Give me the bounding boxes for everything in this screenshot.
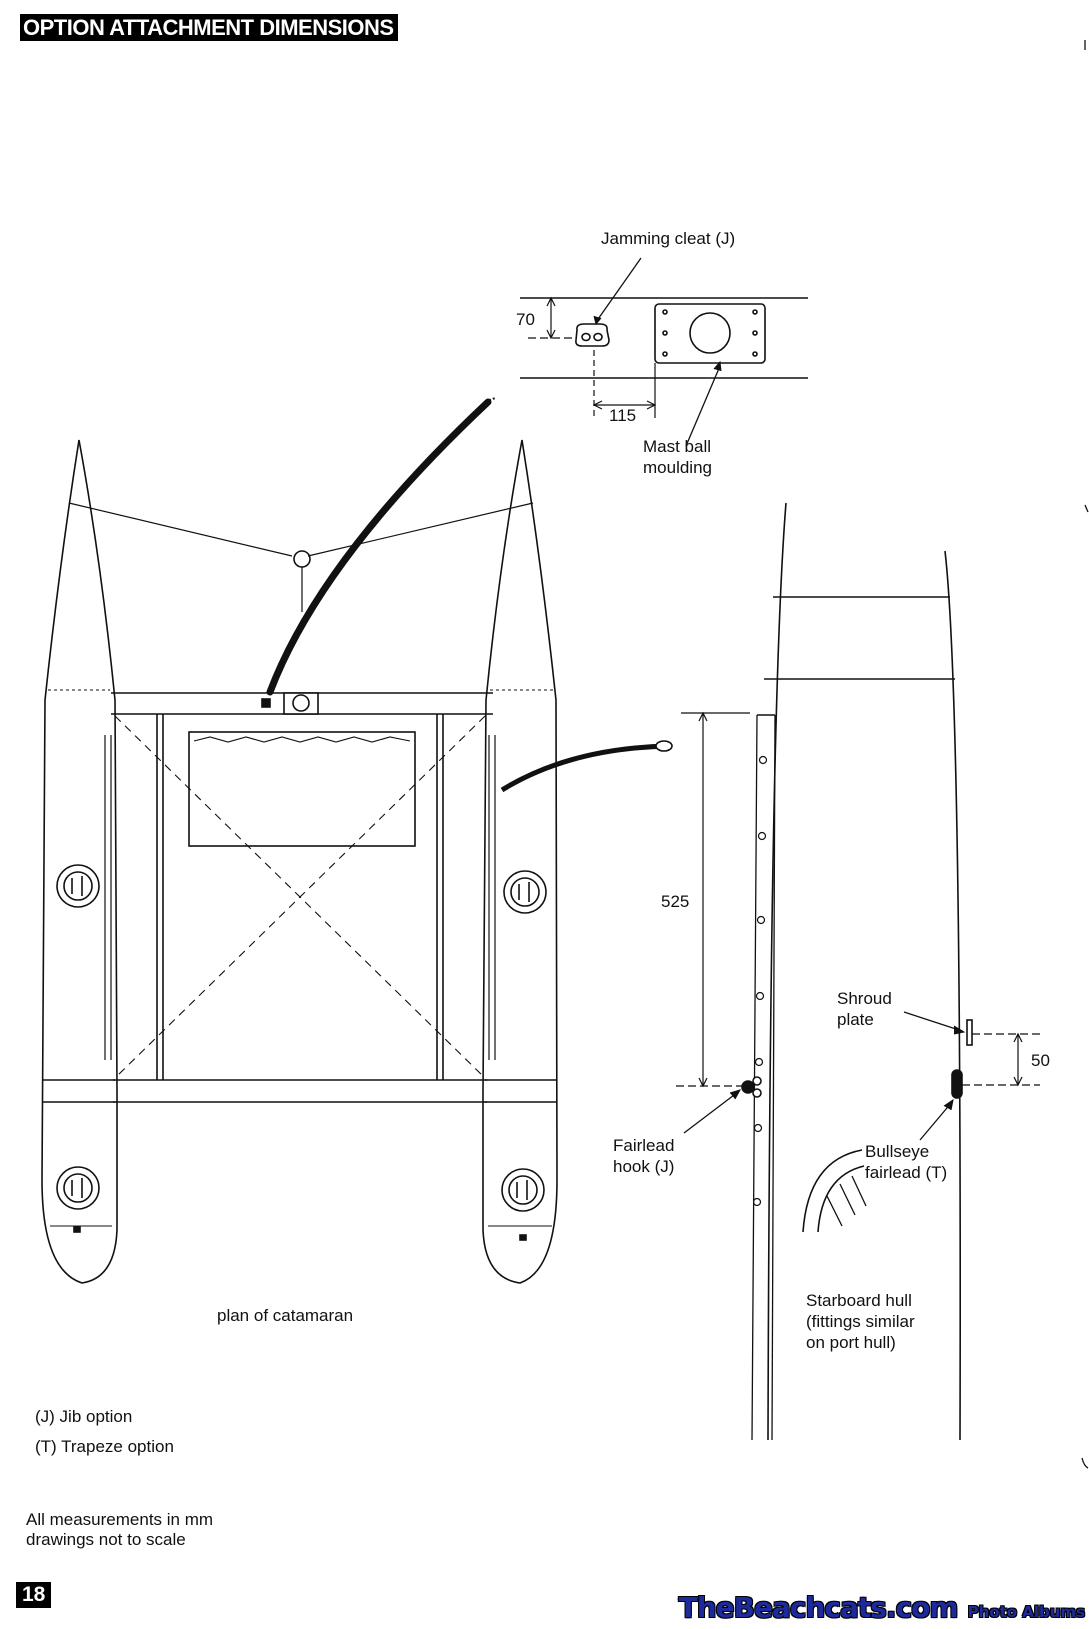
dimension-50-label: 50 [1031, 1051, 1050, 1070]
dimension-70-label: 70 [516, 310, 535, 329]
plan-caption: plan of catamaran [217, 1306, 354, 1325]
beam-detail [520, 257, 808, 447]
catamaran-plan [41, 397, 673, 1284]
fairlead-hook-label: Fairlead hook (J) [613, 1136, 675, 1176]
watermark: TheBeachcats.com Photo Albums [679, 1591, 1085, 1625]
jamming-cleat-label: Jamming cleat (J) [601, 229, 736, 248]
starboard-hull-detail [676, 502, 1040, 1441]
starboard-hull-caption: Starboard hull (fittings similar on port… [806, 1291, 915, 1352]
mast-ball-moulding-label: Mast ball moulding [643, 437, 712, 477]
hatch-cover-icon [56, 1166, 100, 1210]
hatch-cover-icon [503, 870, 547, 914]
fairlead-hook-icon [741, 1076, 762, 1098]
legend-trapeze: (T) Trapeze option [35, 1437, 174, 1456]
jamming-cleat-icon [575, 323, 610, 347]
dimension-525-label: 525 [661, 892, 690, 911]
shroud-plate-label: Shroud plate [837, 989, 892, 1029]
dimension-115-label: 115 [609, 406, 637, 425]
legend-jib: (J) Jib option [35, 1407, 133, 1426]
page-title: OPTION ATTACHMENT DIMENSIONS [20, 14, 398, 41]
mast-ball-moulding-icon [654, 303, 766, 364]
measurement-notes: All measurements in mm drawings not to s… [26, 1510, 214, 1549]
page-number: 18 [16, 1582, 52, 1608]
hatch-cover-icon [56, 864, 100, 908]
bullseye-fairlead-label: Bullseye fairlead (T) [865, 1142, 948, 1182]
hatch-cover-icon [501, 1168, 545, 1212]
watermark-site: TheBeachcats.com [678, 1591, 959, 1624]
watermark-sub: Photo Albums [967, 1603, 1085, 1621]
bullseye-fairlead-icon [951, 1069, 963, 1099]
shroud-plate-icon [966, 1019, 973, 1046]
